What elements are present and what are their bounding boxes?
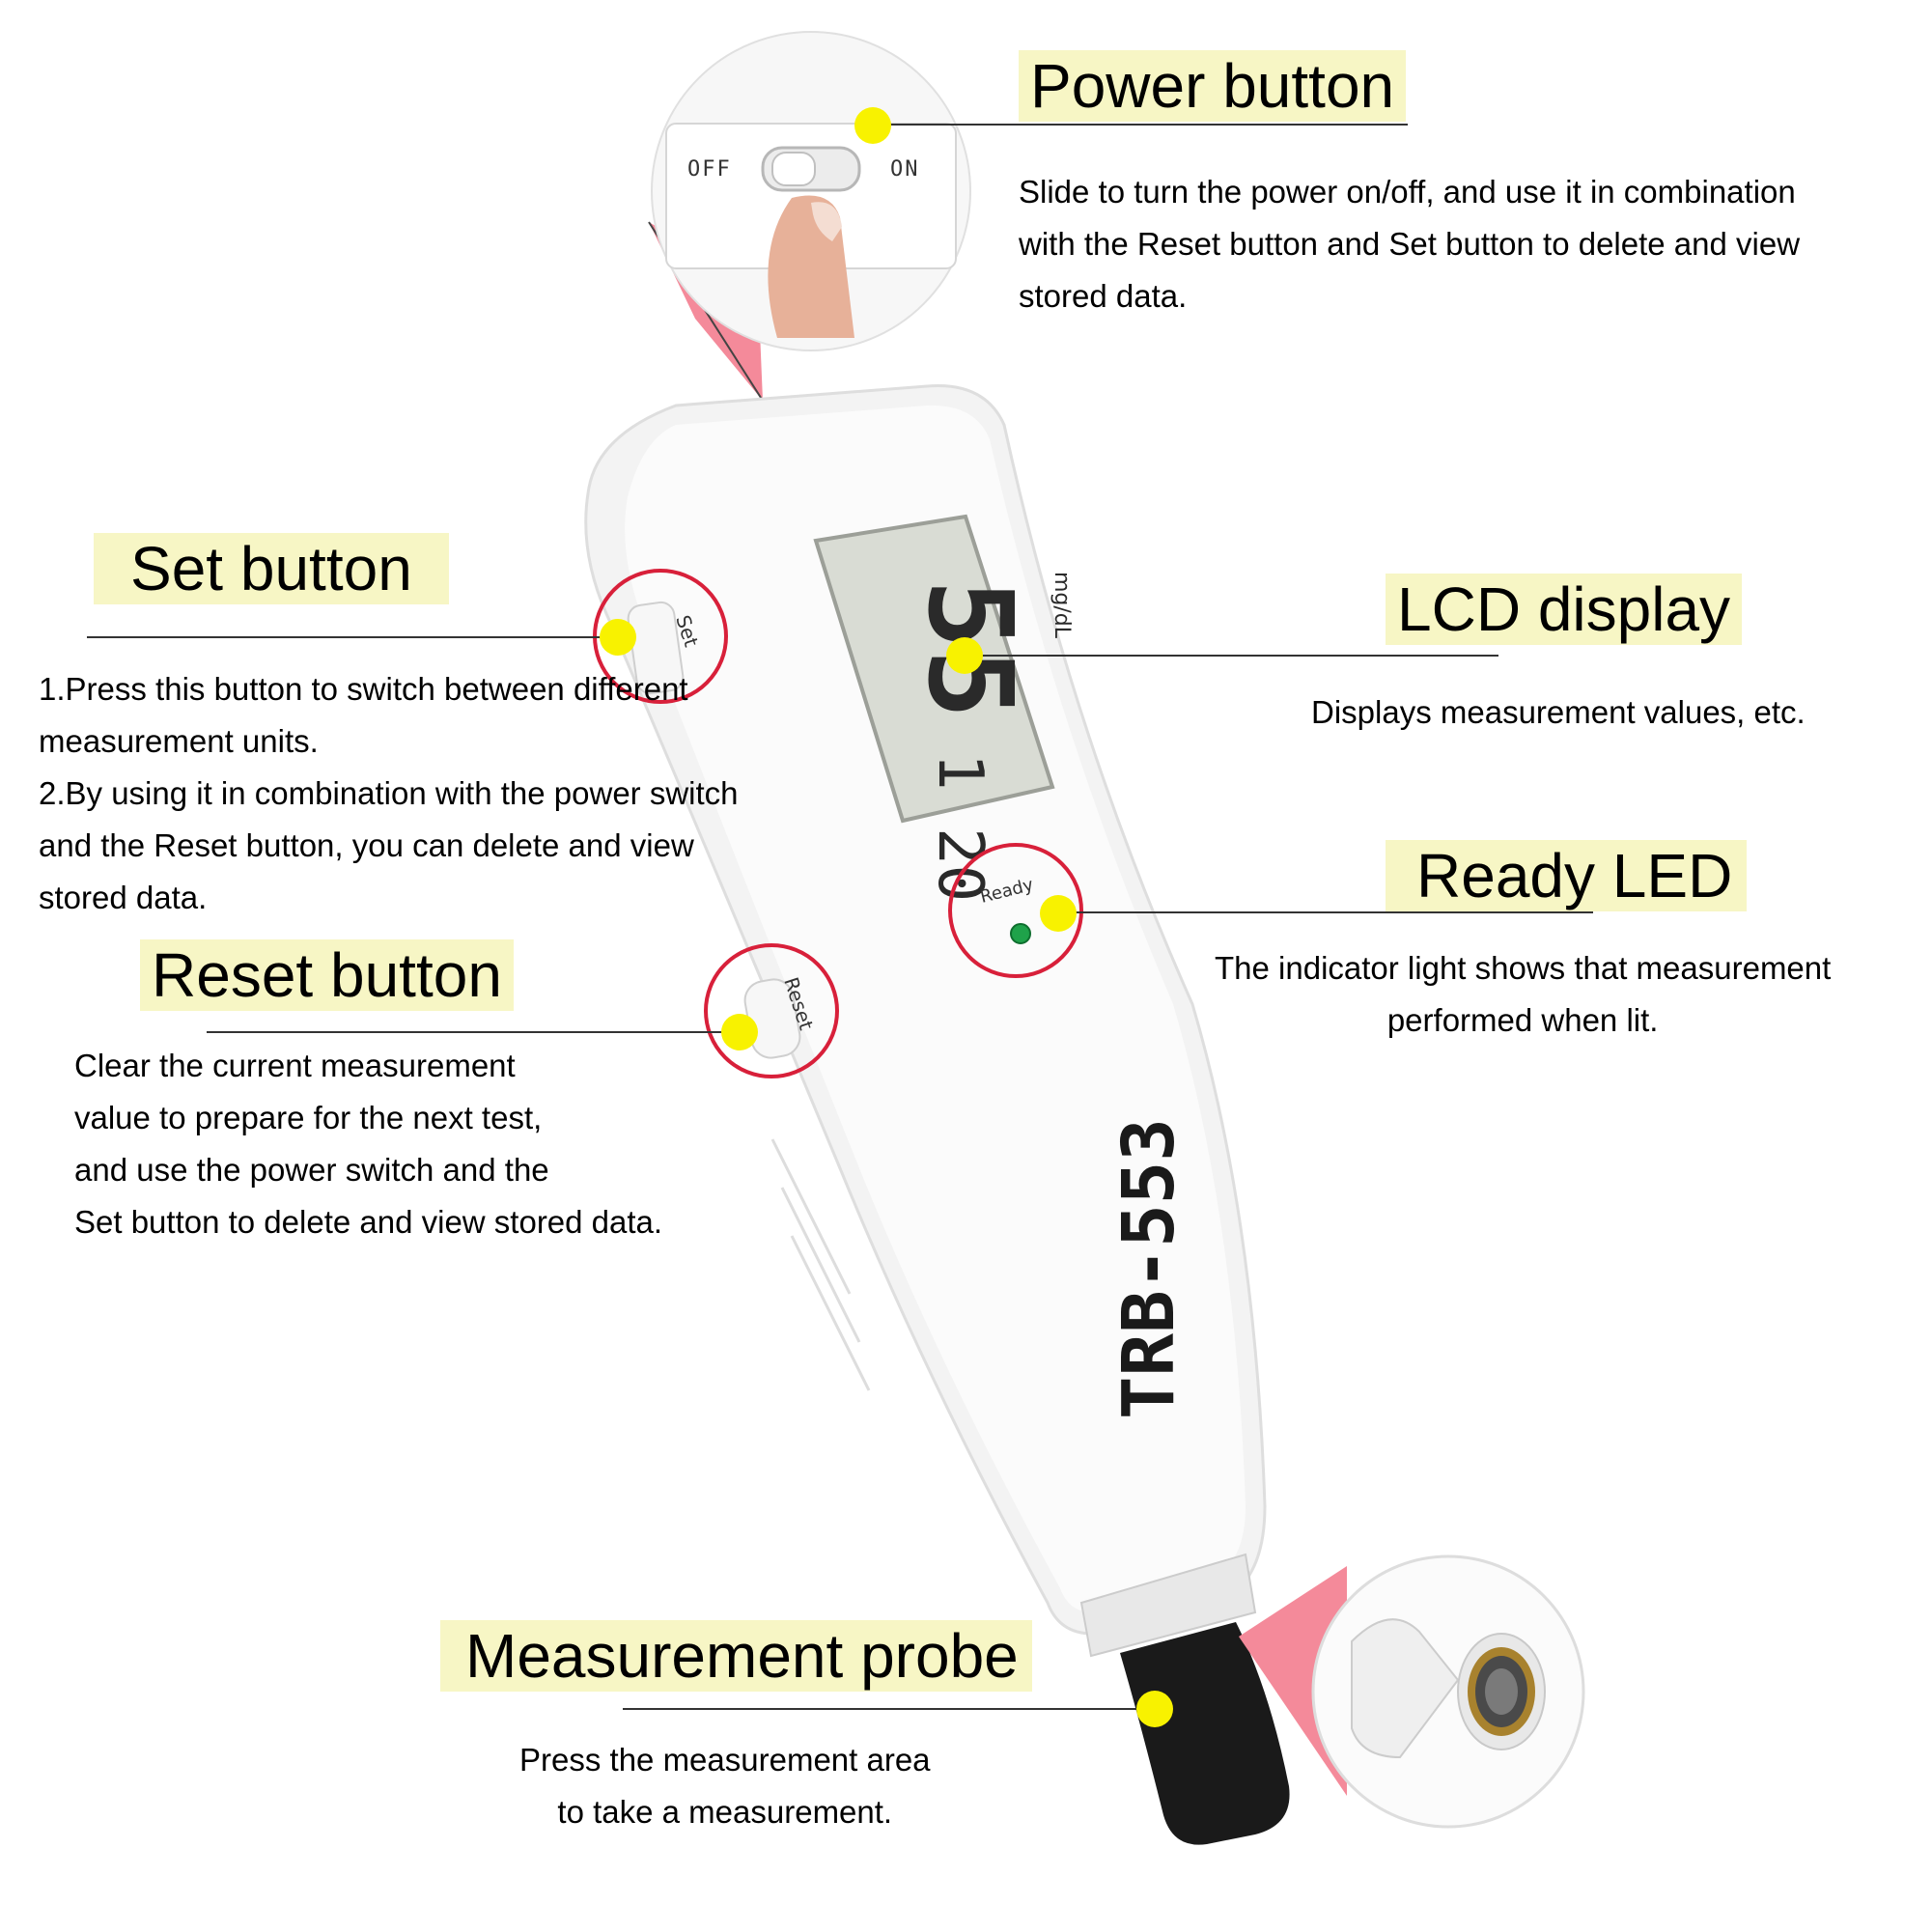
lcd-panel: 55 mg/dL 1 20 [813, 514, 1074, 902]
reset-button-highlight-ring [704, 943, 839, 1078]
set-button-description: 1.Press this button to switch between di… [39, 671, 739, 915]
power-button-description: Slide to turn the power on/off, and use … [1019, 174, 1801, 314]
probe-connector-line [623, 1708, 1154, 1710]
set-button-title: Set button [94, 533, 449, 604]
probe-tip-zoom-inset [1239, 1554, 1585, 1829]
reset-marker-dot [721, 1014, 758, 1050]
measurement-probe-description: Press the measurement area to take a mea… [519, 1742, 931, 1830]
power-marker-dot [854, 107, 891, 144]
switch-off-label: OFF [687, 157, 732, 182]
reset-button-title: Reset button [140, 939, 514, 1011]
lcd-display-description: Displays measurement values, etc. [1311, 694, 1806, 730]
set-connector-line [87, 636, 618, 638]
ready-led-highlight-ring [948, 843, 1083, 978]
power-connector-line [874, 124, 1408, 126]
ready-marker-dot [1040, 895, 1077, 932]
measurement-probe-shape [1120, 1622, 1290, 1845]
set-marker-dot [600, 619, 636, 656]
lcd-marker-dot [946, 637, 983, 674]
power-switch-zoom-inset: OFF ON [648, 31, 971, 402]
power-button-title: Power button [1019, 50, 1407, 122]
lcd-unit: mg/dL [1050, 572, 1074, 639]
probe-zoom-wedge [1239, 1566, 1347, 1796]
measurement-probe-title: Measurement probe [440, 1620, 1032, 1692]
probe-marker-dot [1136, 1691, 1173, 1727]
lcd-display-title: LCD display [1386, 574, 1743, 645]
lcd-connector-line [966, 655, 1498, 657]
ready-led-title: Ready LED [1386, 840, 1748, 911]
reset-connector-line [207, 1031, 741, 1033]
ready-connector-line [1057, 911, 1593, 913]
ready-led-description: The indicator light shows that measureme… [1215, 950, 1832, 1038]
switch-on-label: ON [890, 157, 920, 182]
reset-button-description: Clear the current measurement value to p… [74, 1048, 663, 1240]
model-name: TRB-553 [1107, 1118, 1190, 1419]
meter-body [584, 384, 1290, 1845]
